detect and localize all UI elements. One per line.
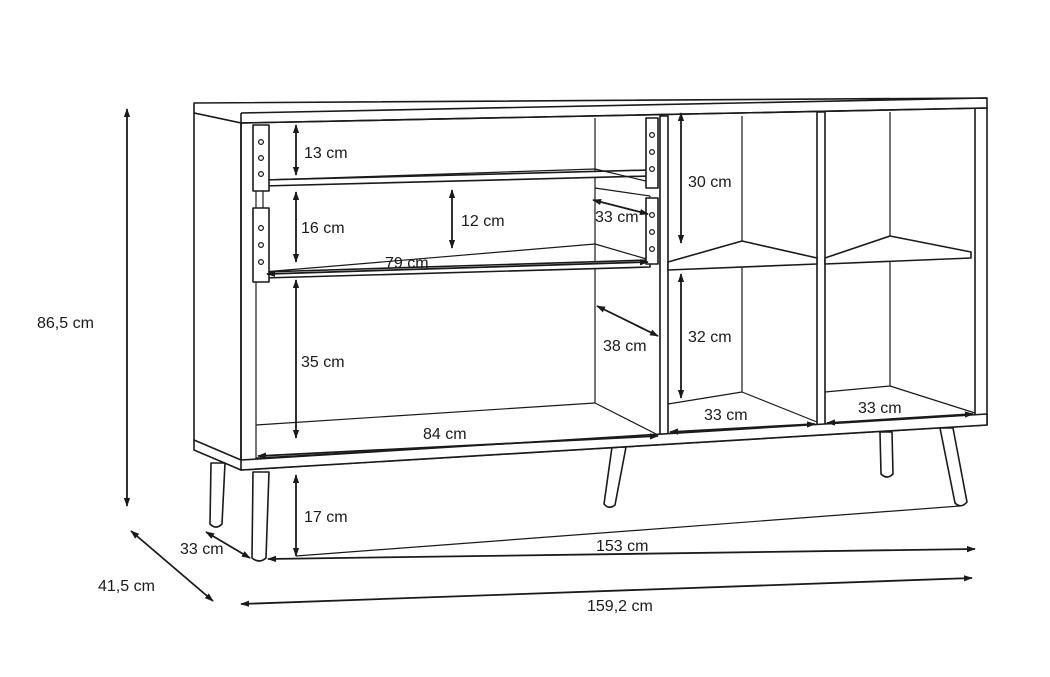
label-drawer-mid-height: 16 cm bbox=[301, 220, 345, 237]
label-overall-width: 159,2 cm bbox=[587, 598, 653, 615]
back-right-leg bbox=[879, 431, 894, 478]
shelf-right-cell bbox=[824, 235, 972, 265]
label-inner-width: 153 cm bbox=[596, 538, 648, 555]
label-leg-height: 17 cm bbox=[304, 509, 348, 526]
label-drawer-top-height: 13 cm bbox=[304, 145, 348, 162]
drawer-middle bbox=[262, 259, 651, 279]
label-overall-height: 86,5 cm bbox=[37, 315, 94, 332]
label-left-compartment-depth: 38 cm bbox=[603, 338, 647, 355]
label-drawer-depth: 33 cm bbox=[595, 209, 639, 226]
label-drawer-inner-height: 12 cm bbox=[461, 213, 505, 230]
drawer-width-arrow bbox=[266, 259, 649, 277]
front-right-leg bbox=[939, 427, 968, 507]
leg-depth-arrow bbox=[205, 531, 251, 559]
dimension-lines bbox=[123, 108, 976, 607]
front-center-left-leg bbox=[251, 471, 270, 562]
label-leg-depth: 33 cm bbox=[180, 541, 224, 558]
label-right-lower-height: 32 cm bbox=[688, 329, 732, 346]
label-drawer-width: 79 cm bbox=[385, 255, 429, 272]
dimension-labels: 86,5 cm 41,5 cm 33 cm 17 cm 153 cm 159,2… bbox=[37, 145, 902, 615]
label-left-compartment-height: 35 cm bbox=[301, 354, 345, 371]
left-side-panel bbox=[193, 112, 242, 471]
depth-arrow bbox=[130, 530, 214, 602]
label-left-compartment-width: 84 cm bbox=[423, 426, 467, 443]
right-left-cell-width-arrow bbox=[669, 421, 816, 435]
left-compartment-depth-arrow bbox=[596, 305, 659, 337]
sideboard bbox=[193, 97, 988, 562]
label-right-right-cell-width: 33 cm bbox=[858, 400, 902, 417]
label-right-upper-height: 30 cm bbox=[688, 174, 732, 191]
right-right-cell-width-arrow bbox=[826, 411, 974, 426]
label-right-left-cell-width: 33 cm bbox=[704, 407, 748, 424]
bottom-panel bbox=[193, 413, 988, 471]
overall-width-arrow bbox=[240, 575, 973, 607]
inner-width-arrow bbox=[267, 545, 976, 563]
front-left-leg bbox=[209, 462, 226, 528]
left-compartment-width-arrow bbox=[257, 433, 659, 459]
drawer-depth-arrow bbox=[592, 198, 649, 216]
label-overall-depth: 41,5 cm bbox=[98, 578, 155, 595]
right-divider bbox=[816, 111, 826, 427]
back-center-leg bbox=[603, 446, 627, 509]
center-divider bbox=[659, 115, 669, 437]
shelf-center-cell bbox=[667, 240, 818, 271]
